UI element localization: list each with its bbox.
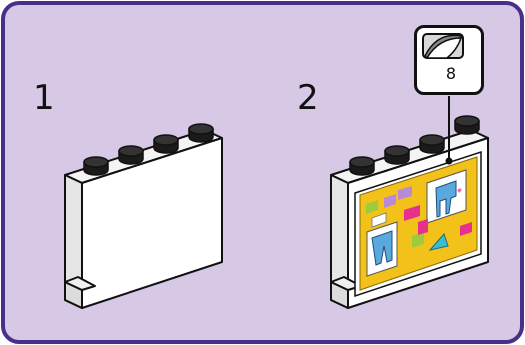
stud [189,124,213,142]
sticker-callout: 8 [414,25,484,95]
stud [420,135,444,153]
callout-leader-dot [446,158,453,165]
stud [119,146,143,164]
stud [350,157,374,175]
stud [84,157,108,175]
sticker-quantity: 8 [439,64,463,83]
stud [154,135,178,153]
stud [385,146,409,164]
stud [455,116,479,134]
